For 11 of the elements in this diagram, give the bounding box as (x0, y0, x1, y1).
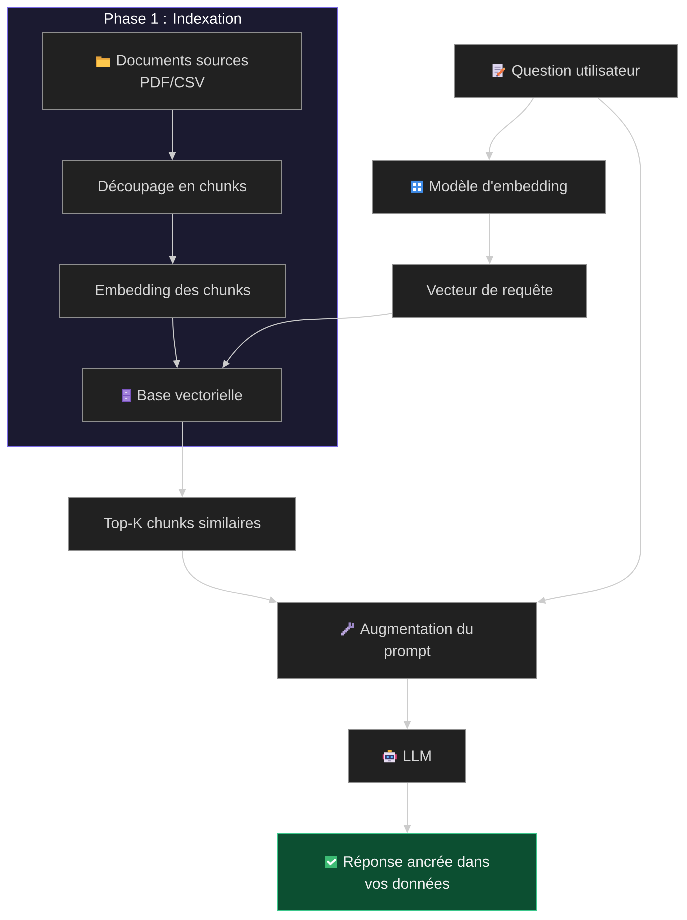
process-box: Découpage en chunks (62, 160, 282, 214)
process-box: Modèle d'embedding (372, 160, 606, 214)
process-box: Embedding des chunks (60, 264, 286, 318)
process-box: LLM (348, 730, 466, 784)
process-box: Augmentation du prompt (278, 602, 538, 680)
process-box: Documents sources PDF/CSV (42, 32, 302, 110)
process-box: Vecteur de requête (392, 264, 588, 318)
process-box: Question utilisateur (454, 44, 678, 98)
process-box: Base vectorielle (82, 368, 282, 422)
process-box: Top-K chunks similaires (68, 498, 296, 552)
process-box: Réponse ancrée dans vos données (278, 834, 538, 912)
